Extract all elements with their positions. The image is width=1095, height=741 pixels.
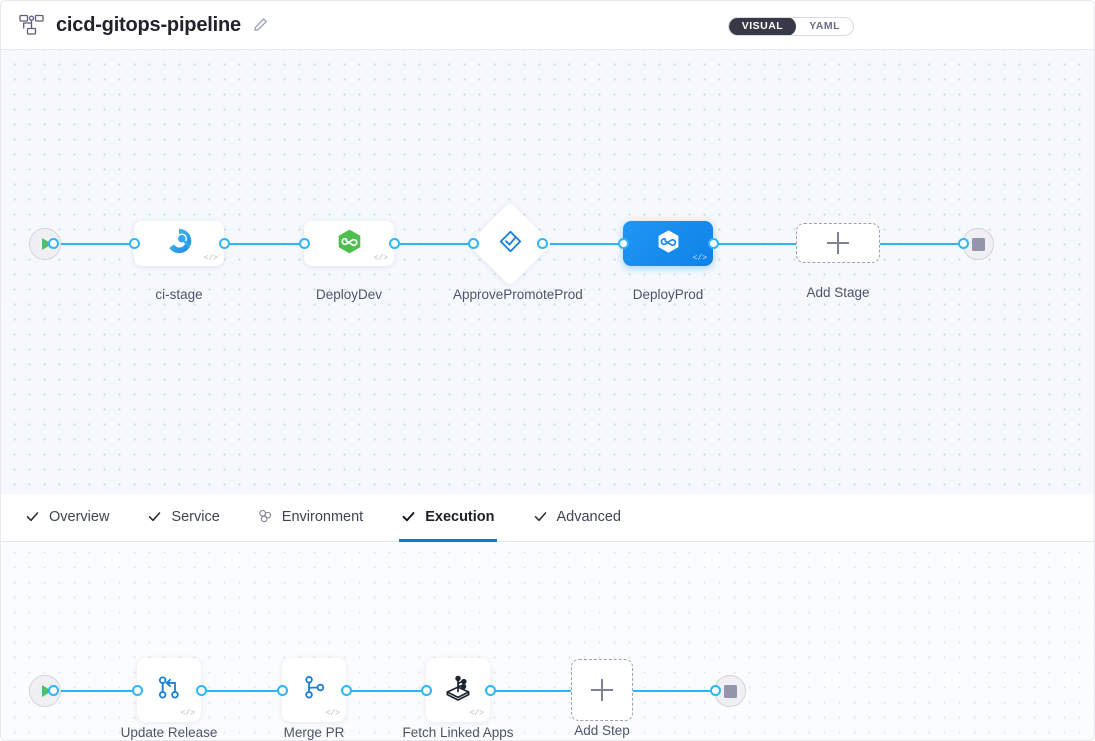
tab-overview[interactable]: Overview (23, 494, 111, 542)
port-approval-out[interactable] (537, 238, 548, 249)
view-mode-toggle[interactable]: VISUAL YAML (727, 17, 854, 36)
step-node-update-release-repo[interactable]: </> (137, 658, 201, 722)
stop-icon (723, 684, 737, 698)
tab-service[interactable]: Service (145, 494, 221, 542)
stage-node-ci-stage[interactable]: </> (134, 221, 224, 266)
pencil-edit-icon[interactable] (252, 16, 270, 34)
yaml-badge: </> (180, 709, 195, 718)
pipeline-flow-icon (19, 14, 45, 36)
yaml-badge: </> (203, 254, 218, 263)
harness-hexagon-white-icon (655, 228, 682, 260)
stage-config-tabs[interactable]: Overview Service Environment Execution (1, 494, 1094, 542)
add-step-label: Add Step (574, 723, 630, 738)
port-step-start-out[interactable] (48, 685, 59, 696)
port-deploydev-out[interactable] (389, 238, 400, 249)
harness-hexagon-green-icon (336, 228, 363, 260)
add-stage-button[interactable] (796, 223, 880, 263)
stage-label-deploydev: DeployDev (315, 287, 383, 302)
check-icon (147, 509, 162, 524)
plus-icon (591, 679, 613, 701)
tab-label-service: Service (171, 508, 220, 525)
tab-advanced[interactable]: Advanced (531, 494, 624, 542)
check-icon (25, 509, 40, 524)
port-update-out[interactable] (196, 685, 207, 696)
port-deploydev-in[interactable] (299, 238, 310, 249)
edge-addstage-to-end (857, 243, 975, 245)
stage-label-deployprod: DeployProd (632, 287, 704, 302)
port-fetch-in[interactable] (421, 685, 432, 696)
step-label-fetch-linked-apps: Fetch Linked Apps (402, 725, 514, 740)
port-approval-in[interactable] (468, 238, 479, 249)
git-merge-icon (154, 672, 185, 708)
port-end-in[interactable] (958, 238, 969, 249)
edge-fetch-to-addstep (489, 690, 574, 692)
ci-build-icon (165, 227, 193, 260)
edge-approval-to-deployprod (541, 243, 653, 245)
step-label-merge-pr: Merge PR (283, 725, 345, 740)
tab-execution[interactable]: Execution (399, 494, 497, 542)
edge-ci-to-deploydev (223, 243, 335, 245)
check-icon (533, 509, 548, 524)
edge-update-to-merge (201, 690, 291, 692)
stop-icon (971, 237, 985, 251)
linked-apps-icon (442, 672, 474, 709)
port-step-end-in[interactable] (710, 685, 721, 696)
tab-label-execution: Execution (425, 508, 495, 525)
plus-icon (827, 232, 849, 254)
edge-deploydev-to-approval (393, 243, 508, 245)
environment-cluster-icon (258, 509, 273, 524)
git-branch-icon (299, 672, 330, 708)
toggle-option-yaml[interactable]: YAML (809, 20, 840, 32)
yaml-badge: </> (692, 254, 707, 263)
edge-start-to-ci (53, 243, 165, 245)
step-node-merge-pr[interactable]: </> (282, 658, 346, 722)
stage-node-approvepromoteprod[interactable] (467, 201, 553, 287)
execution-steps-canvas[interactable]: </> Update Release Repo </> Merge PR (1, 542, 1094, 740)
step-label-update-release-repo: Update Release Repo (120, 725, 218, 740)
port-merge-in[interactable] (277, 685, 288, 696)
edge-deployprod-to-addstage (709, 243, 819, 245)
page-header: cicd-gitops-pipeline VISUAL YAML (1, 1, 1094, 50)
port-start-out[interactable] (48, 238, 59, 249)
tab-label-overview: Overview (49, 508, 110, 525)
toggle-option-visual[interactable]: VISUAL (728, 18, 797, 35)
port-deployprod-in[interactable] (618, 238, 629, 249)
step-node-fetch-linked-apps[interactable]: </> (426, 658, 490, 722)
stage-node-deploydev[interactable]: </> (304, 221, 394, 266)
approval-diamond-inner (480, 214, 540, 274)
header-left-group: cicd-gitops-pipeline (19, 14, 270, 37)
page-title: cicd-gitops-pipeline (56, 13, 241, 36)
stage-label-approvepromoteprod: ApprovePromoteProd (453, 287, 583, 302)
port-ci-in[interactable] (129, 238, 140, 249)
play-icon (41, 685, 52, 697)
yaml-badge: </> (469, 709, 484, 718)
add-step-button[interactable] (571, 659, 633, 721)
tab-label-environment: Environment (281, 508, 364, 525)
add-stage-label: Add Stage (806, 285, 870, 300)
port-update-in[interactable] (132, 685, 143, 696)
tab-label-advanced: Advanced (556, 508, 622, 525)
play-icon (41, 238, 52, 250)
edge-merge-to-fetch (346, 690, 436, 692)
edge-step-start-to-update (53, 690, 143, 692)
yaml-badge: </> (325, 709, 340, 718)
port-merge-out[interactable] (341, 685, 352, 696)
port-fetch-out[interactable] (485, 685, 496, 696)
port-deployprod-out[interactable] (708, 238, 719, 249)
edge-addstep-to-end (632, 690, 725, 692)
approval-diamond-check-icon (497, 228, 524, 260)
stage-canvas[interactable]: </> ci-stage </> DeployDev (1, 50, 1094, 494)
stage-label-ci-stage: ci-stage (155, 287, 203, 302)
tab-environment[interactable]: Environment (256, 494, 365, 542)
check-icon (401, 509, 416, 524)
stage-node-deployprod[interactable]: </> (623, 221, 713, 266)
port-ci-out[interactable] (219, 238, 230, 249)
yaml-badge: </> (373, 254, 388, 263)
